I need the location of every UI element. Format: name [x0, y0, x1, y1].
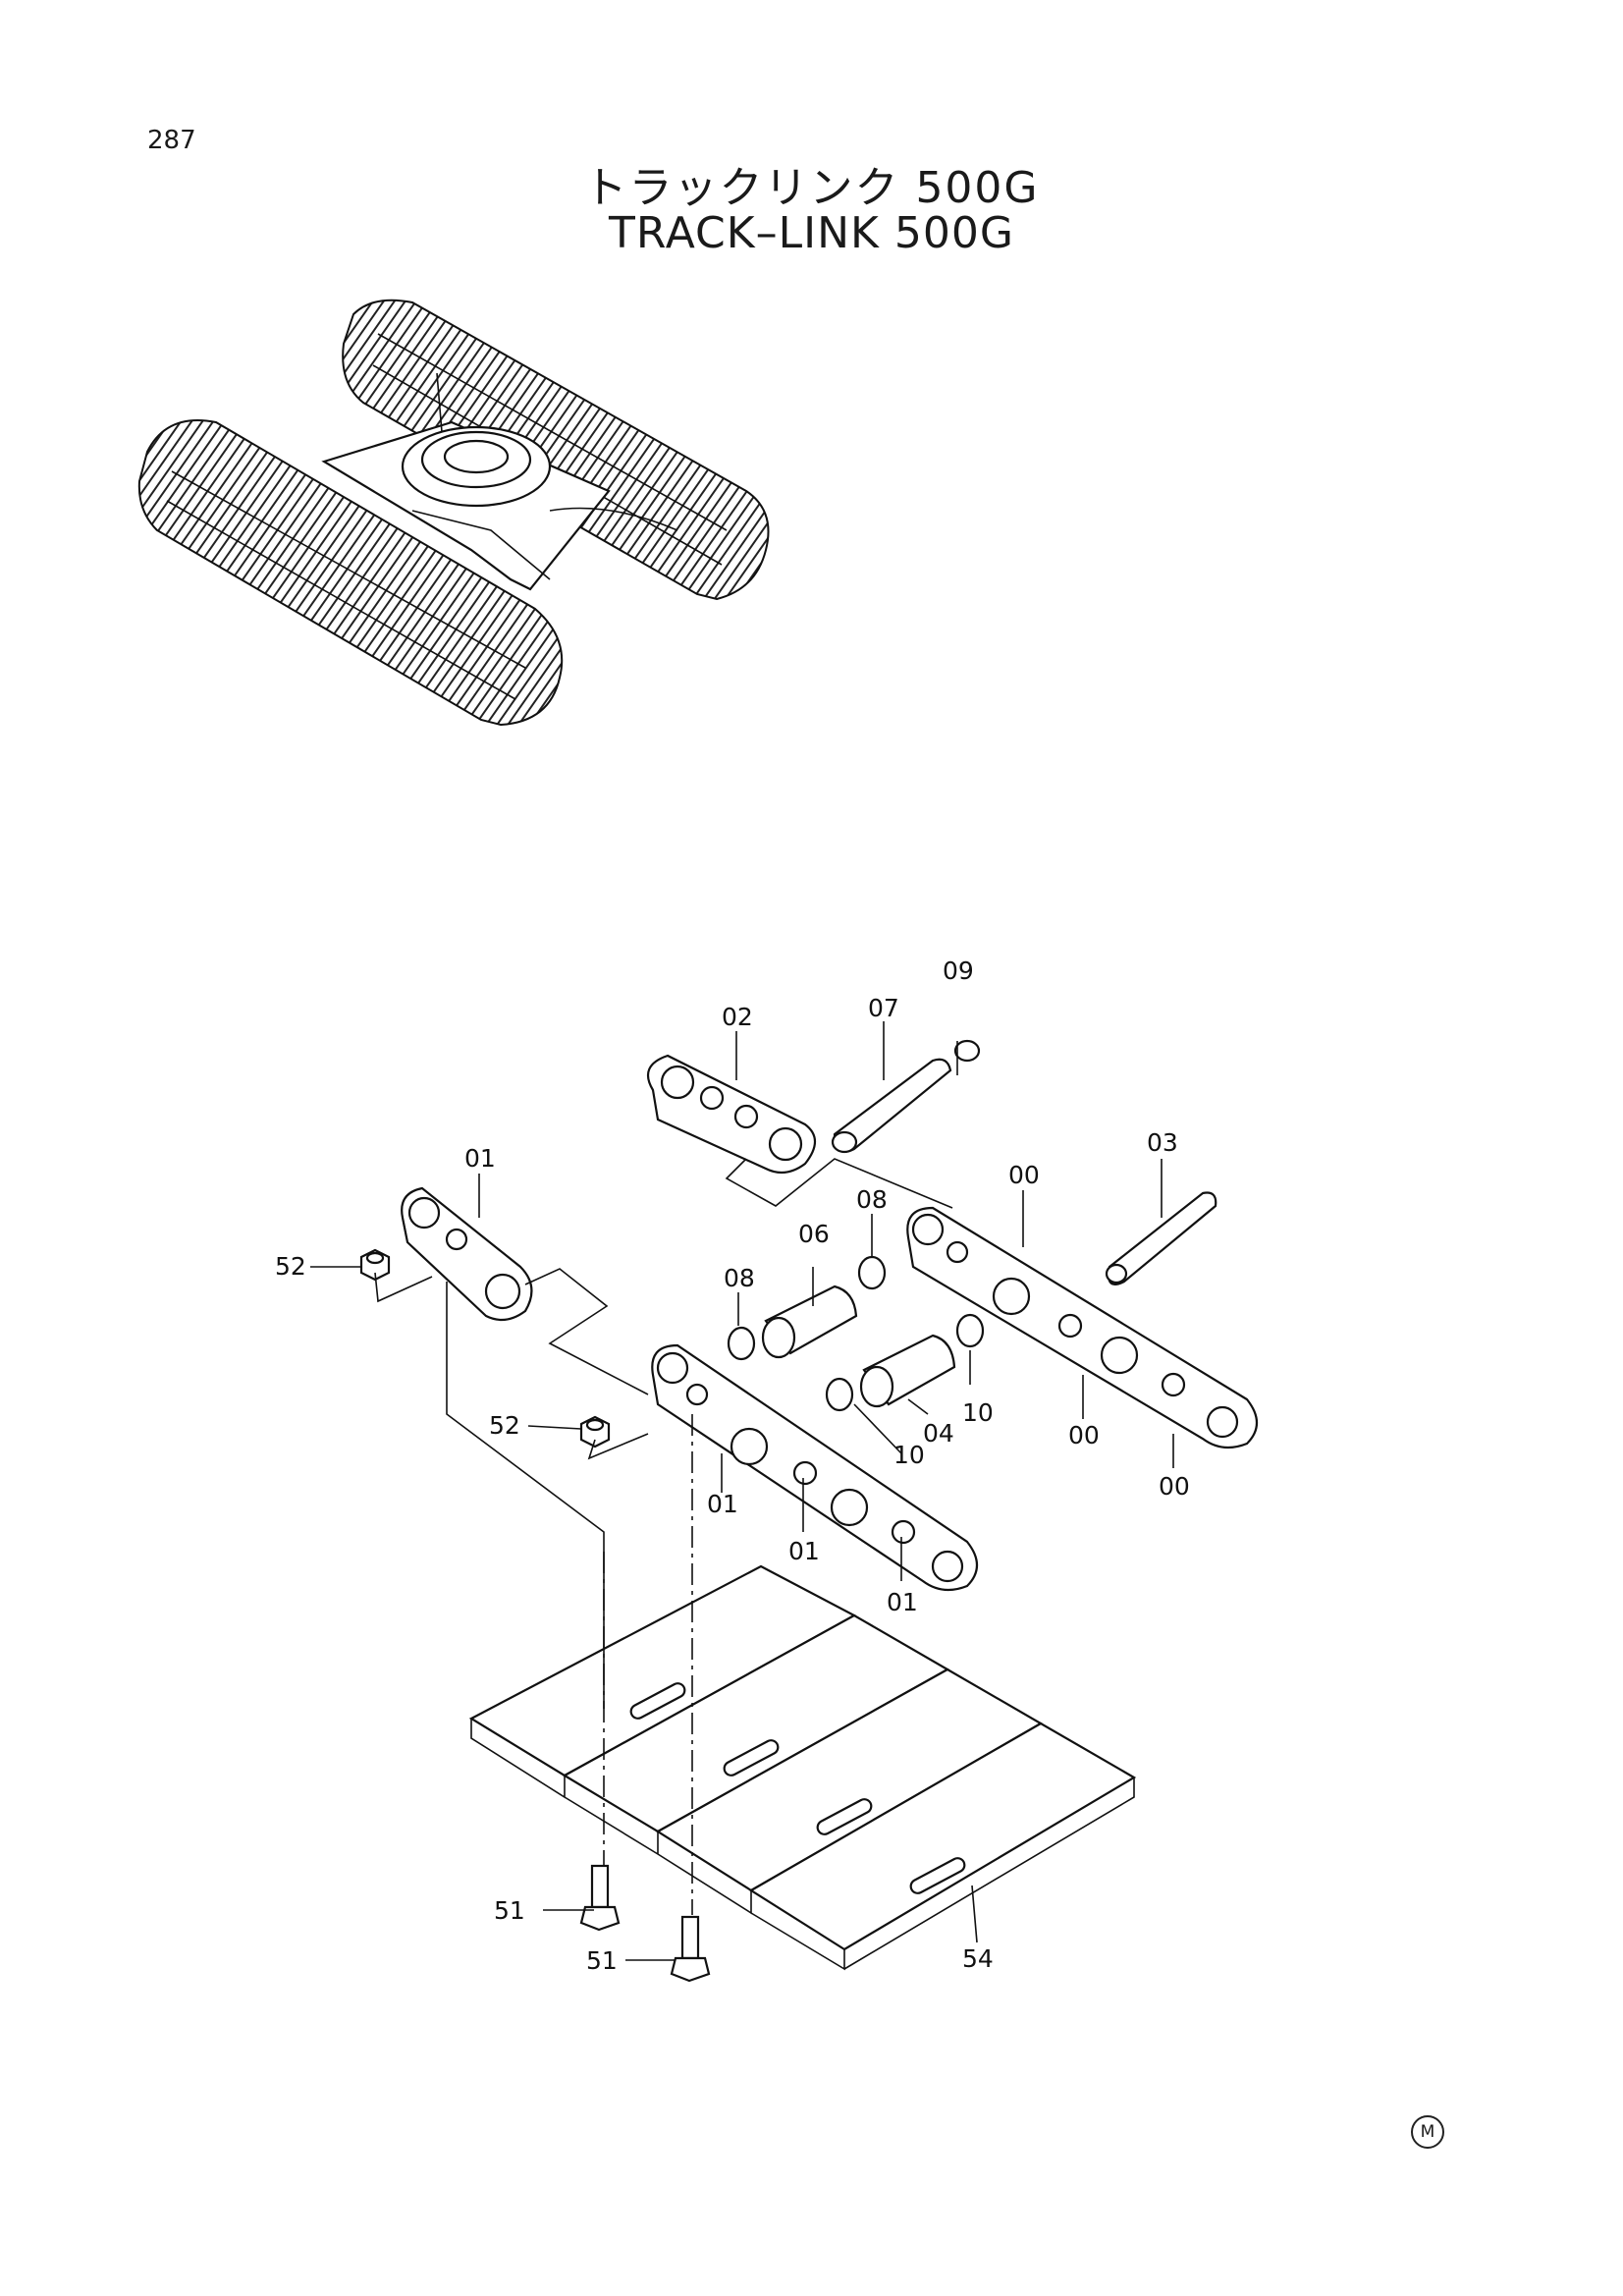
- callout-00-bottom: 00: [1159, 1472, 1190, 1501]
- callout-54: 54: [962, 1944, 994, 1973]
- part-10-seal-a: [825, 1377, 854, 1412]
- undercarriage-illustration: [137, 299, 770, 727]
- part-01-chain: [651, 1343, 979, 1592]
- part-51-bolt-b: [670, 1915, 711, 1983]
- part-06-bushing: [761, 1285, 858, 1359]
- part-52-nut-b: [579, 1415, 611, 1449]
- callout-51-a: 51: [494, 1896, 525, 1925]
- callout-02: 02: [722, 1003, 753, 1031]
- callout-10-left: 10: [893, 1441, 925, 1469]
- part-52-nut-a: [359, 1248, 391, 1282]
- title-english: TRACK–LINK 500G: [609, 208, 1014, 258]
- part-09-ring: [953, 1039, 981, 1063]
- part-07-pin: [831, 1058, 952, 1154]
- callout-03: 03: [1147, 1128, 1178, 1157]
- part-04-bushing: [859, 1334, 956, 1408]
- circled-m-mark: M: [1411, 2115, 1444, 2149]
- part-00-chain: [906, 1206, 1259, 1449]
- assembly-lines: [374, 1041, 958, 1915]
- callout-00-middle: 00: [1068, 1421, 1100, 1449]
- part-01-link-left: [401, 1186, 533, 1322]
- part-10-seal-b: [955, 1313, 985, 1348]
- callout-01-chain-b: 01: [788, 1537, 820, 1565]
- callout-01-left: 01: [464, 1144, 496, 1173]
- callout-08-left: 08: [724, 1264, 755, 1292]
- callout-01-chain-c: 01: [887, 1588, 918, 1616]
- part-51-bolt-a: [579, 1864, 621, 1932]
- callout-08-right: 08: [856, 1185, 888, 1214]
- callout-00-top: 00: [1008, 1161, 1040, 1189]
- callout-09: 09: [943, 957, 974, 985]
- callout-52-lower: 52: [489, 1411, 520, 1440]
- title-japanese: トラックリンク 500G: [583, 163, 1040, 213]
- part-03-pin: [1105, 1191, 1217, 1285]
- callout-51-b: 51: [586, 1946, 618, 1975]
- part-08-seal-a: [727, 1326, 756, 1361]
- callout-07: 07: [868, 994, 899, 1022]
- callout-04: 04: [923, 1419, 954, 1448]
- callout-06: 06: [798, 1220, 830, 1248]
- callout-01-chain-a: 01: [707, 1490, 738, 1518]
- callout-10-right: 10: [962, 1398, 994, 1427]
- page-number: 287: [147, 126, 196, 155]
- part-54-track-shoes: [468, 1564, 1137, 1971]
- leader-lines: [310, 1021, 1174, 1961]
- callout-52-upper: 52: [275, 1252, 306, 1281]
- part-08-seal-b: [857, 1255, 887, 1290]
- part-02-link: [646, 1054, 817, 1175]
